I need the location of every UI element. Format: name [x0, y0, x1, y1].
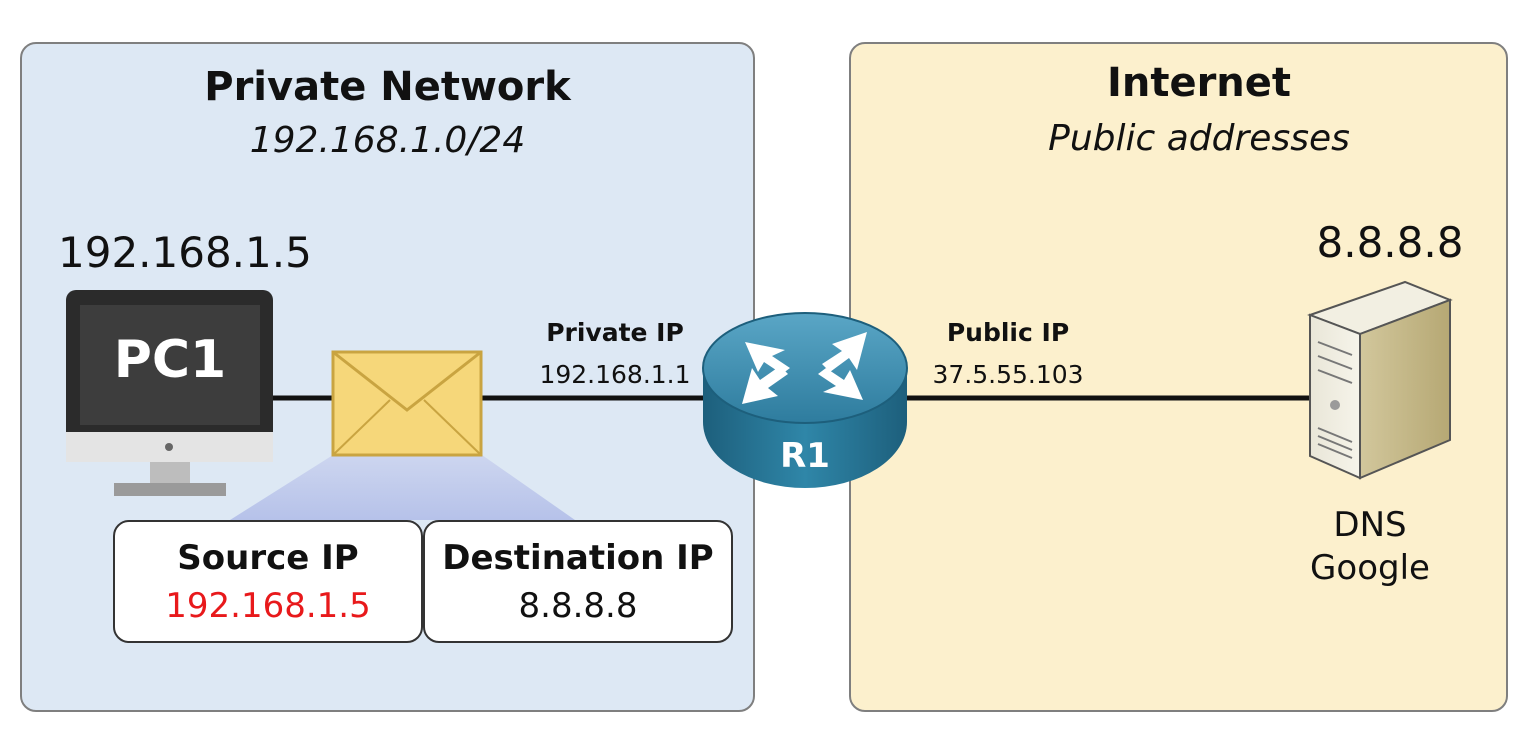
server-name-line2: Google — [1310, 548, 1430, 588]
internet-subtitle: Public addresses — [1048, 118, 1350, 159]
destination-ip-label: Destination IP — [442, 538, 714, 578]
packet-beam — [230, 455, 575, 520]
server-name-line1: DNS — [1333, 505, 1407, 545]
source-ip-box: Source IP 192.168.1.5 — [113, 520, 423, 643]
router-label: R1 — [780, 436, 830, 476]
internet-title: Internet — [1106, 60, 1292, 106]
public-ip-value: 37.5.55.103 — [932, 360, 1084, 389]
monitor-icon — [66, 290, 273, 496]
pc-address: 192.168.1.5 — [58, 228, 312, 277]
destination-ip-box: Destination IP 8.8.8.8 — [423, 520, 733, 643]
pc-label: PC1 — [113, 330, 227, 390]
source-ip-value: 192.168.1.5 — [165, 586, 371, 626]
private-network-subnet: 192.168.1.0/24 — [249, 120, 526, 161]
server-address: 8.8.8.8 — [1316, 218, 1464, 267]
envelope-icon — [331, 350, 483, 457]
destination-ip-value: 8.8.8.8 — [518, 586, 638, 626]
private-network-title: Private Network — [204, 64, 571, 110]
private-ip-value: 192.168.1.1 — [539, 360, 691, 389]
private-ip-label: Private IP — [546, 318, 684, 347]
server-icon — [1307, 280, 1453, 480]
router-icon — [702, 312, 908, 488]
public-ip-label: Public IP — [946, 318, 1070, 347]
source-ip-label: Source IP — [177, 538, 359, 578]
